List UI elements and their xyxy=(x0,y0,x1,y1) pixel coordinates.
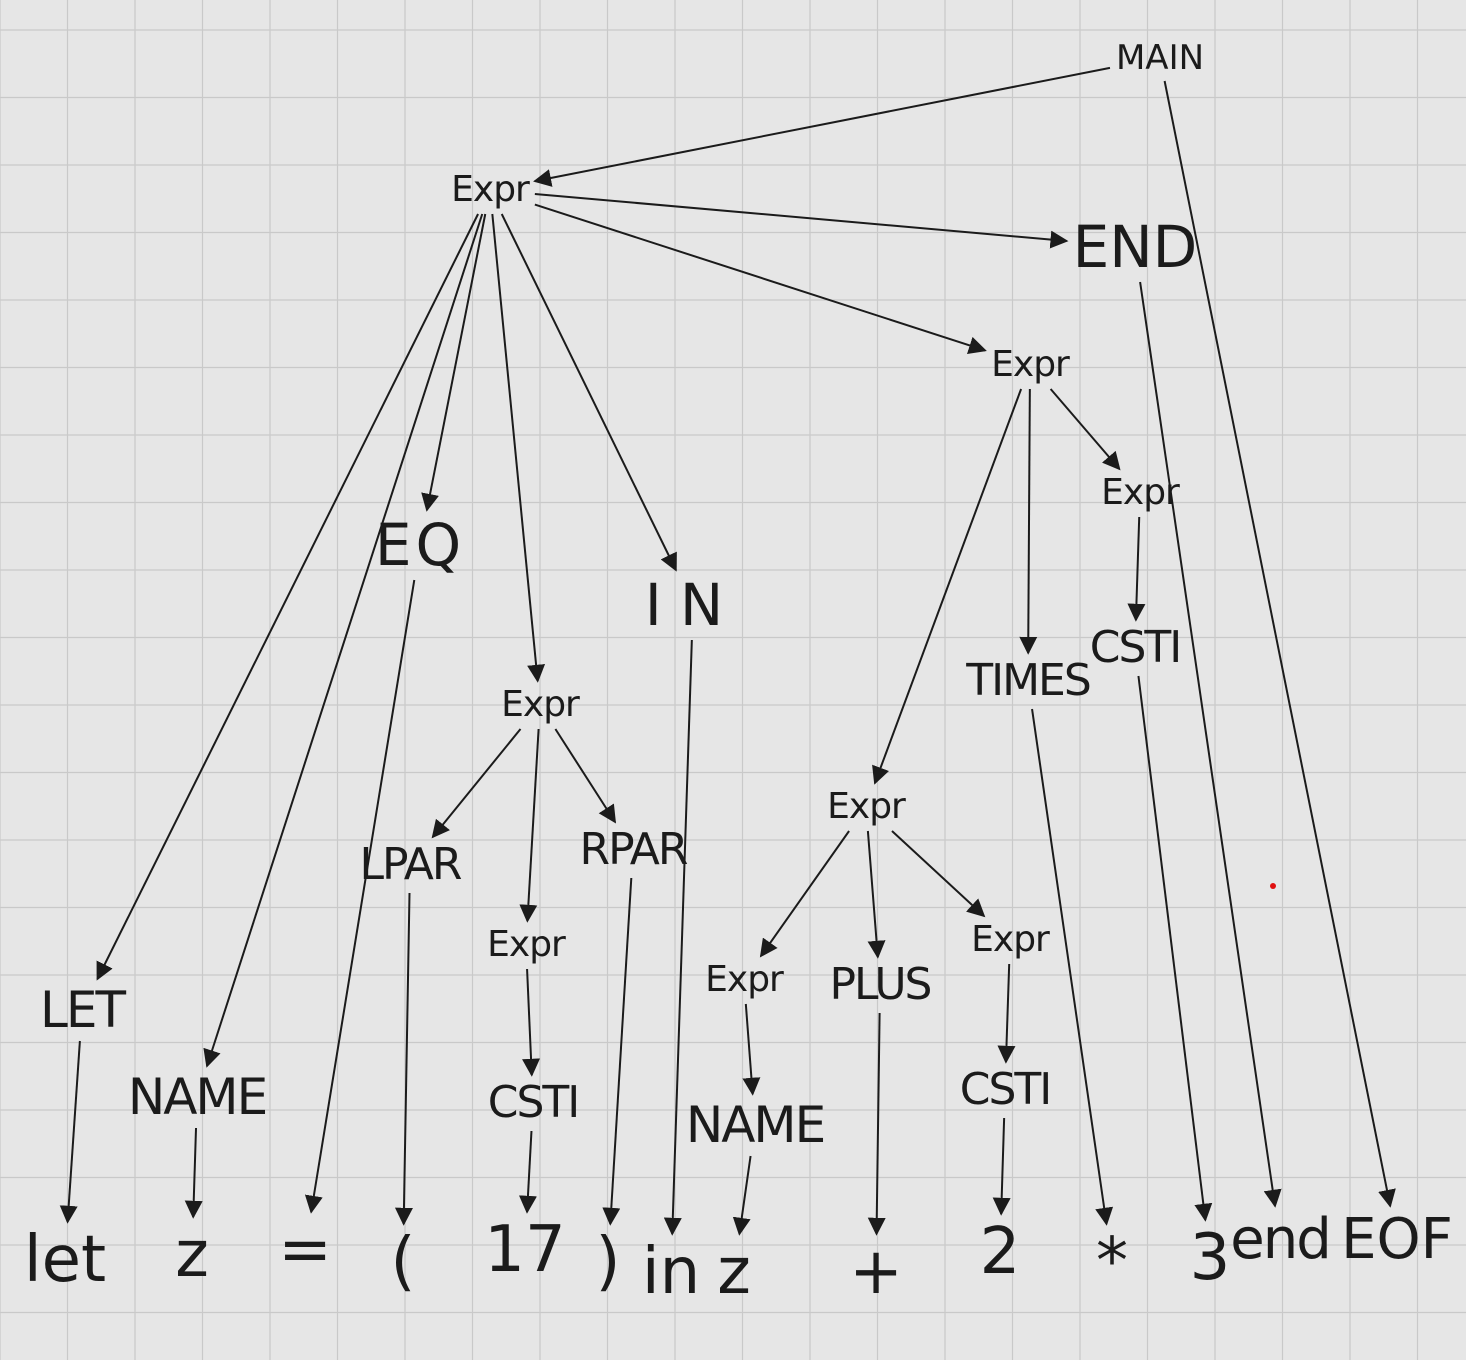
node-let: LET xyxy=(40,981,126,1039)
edge-lpar-to-leaf_lpar xyxy=(394,892,413,1226)
node-plus: PLUS xyxy=(829,959,933,1010)
node-expr-plus: Expr xyxy=(827,786,906,827)
node-expr-right: Expr xyxy=(991,344,1070,385)
leaf-eq: = xyxy=(278,1213,332,1287)
edge-main-to-leaf_eof xyxy=(1163,80,1396,1208)
edge-expr_2-to-csti_2 xyxy=(997,963,1016,1064)
node-expr-paren: Expr xyxy=(501,684,580,725)
edge-expr_plus-to-expr_name xyxy=(759,830,850,958)
leaf-let: let xyxy=(23,1223,107,1297)
edge-expr_paren-to-rpar xyxy=(554,728,617,824)
node-expr-2: Expr xyxy=(971,919,1050,960)
node-csti-2: CSTI xyxy=(959,1064,1053,1115)
edge-name_left-to-leaf_z1 xyxy=(184,1127,203,1219)
leaf-n2: 2 xyxy=(979,1215,1021,1289)
edge-expr_root-to-in xyxy=(500,213,677,572)
edge-times-to-leaf_times xyxy=(1031,708,1114,1226)
edge-name_right-to-leaf_z2 xyxy=(732,1155,752,1236)
edge-expr_root-to-end xyxy=(534,192,1069,249)
edge-in-to-leaf_in xyxy=(663,639,693,1236)
node-expr-17: Expr xyxy=(487,924,566,965)
edge-expr_csti_parent-to-csti_top xyxy=(1127,516,1146,622)
edge-expr_name-to-name_right xyxy=(742,1003,761,1096)
edge-end-to-leaf_end xyxy=(1139,281,1282,1208)
node-eq: EQ xyxy=(374,511,466,579)
edge-expr_plus-to-expr_2 xyxy=(891,830,986,918)
leaf-lpar: ( xyxy=(390,1225,416,1299)
edge-expr_right-to-expr_csti_parent xyxy=(1049,388,1121,471)
leaf-times: * xyxy=(1096,1225,1128,1299)
edge-csti_2-to-leaf_n2 xyxy=(992,1117,1011,1216)
edge-let-to-leaf_let xyxy=(59,1040,81,1224)
node-expr-root: Expr xyxy=(451,169,530,210)
edge-rpar-to-leaf_rpar xyxy=(602,877,633,1226)
edge-csti_17-to-leaf_n17 xyxy=(518,1130,537,1214)
edge-expr_root-to-expr_paren xyxy=(491,213,546,683)
edge-expr_root-to-let xyxy=(96,213,479,981)
edge-expr_paren-to-lpar xyxy=(431,728,522,839)
edge-expr_root-to-eq xyxy=(421,213,487,512)
edge-expr_17-to-csti_17 xyxy=(522,968,541,1077)
leaf-rpar: ) xyxy=(595,1225,621,1299)
node-expr-csti-parent: Expr xyxy=(1101,472,1180,513)
leaf-z1: z xyxy=(175,1218,209,1292)
node-end: END xyxy=(1072,213,1198,281)
node-times: TIMES xyxy=(966,655,1092,706)
node-lpar: LPAR xyxy=(359,839,463,890)
edge-plus-to-leaf_plus xyxy=(867,1012,886,1236)
edge-expr_paren-to-expr_17 xyxy=(519,728,540,923)
leaf-eof: EOF xyxy=(1341,1207,1453,1272)
node-name-right: NAME xyxy=(685,1096,826,1154)
edge-eq-to-leaf_eq xyxy=(304,579,416,1214)
node-csti-17: CSTI xyxy=(487,1077,581,1128)
edge-expr_right-to-expr_plus xyxy=(872,388,1023,785)
edge-expr_root-to-name_left xyxy=(203,213,484,1068)
node-rpar: RPAR xyxy=(579,824,689,875)
edge-expr_right-to-times xyxy=(1019,388,1038,655)
edge-csti_top-to-leaf_n3 xyxy=(1137,675,1213,1222)
edge-main-to-expr_root xyxy=(533,66,1111,187)
edge-expr_root-to-expr_right xyxy=(534,203,987,355)
node-expr-name: Expr xyxy=(705,959,784,1000)
red-dot-mark xyxy=(1270,883,1276,889)
leaf-in: in xyxy=(641,1235,701,1309)
leaf-end: end xyxy=(1230,1207,1331,1272)
leaf-z2: z xyxy=(717,1235,751,1309)
node-in: IN xyxy=(644,571,742,639)
node-csti-top: CSTI xyxy=(1089,622,1183,673)
leaf-plus: + xyxy=(849,1235,903,1309)
edge-expr_plus-to-plus xyxy=(866,830,886,959)
leaf-n3: 3 xyxy=(1189,1221,1231,1295)
node-name-left: NAME xyxy=(127,1068,268,1126)
leaf-n17: 17 xyxy=(484,1213,566,1287)
node-main: MAIN xyxy=(1115,38,1205,78)
